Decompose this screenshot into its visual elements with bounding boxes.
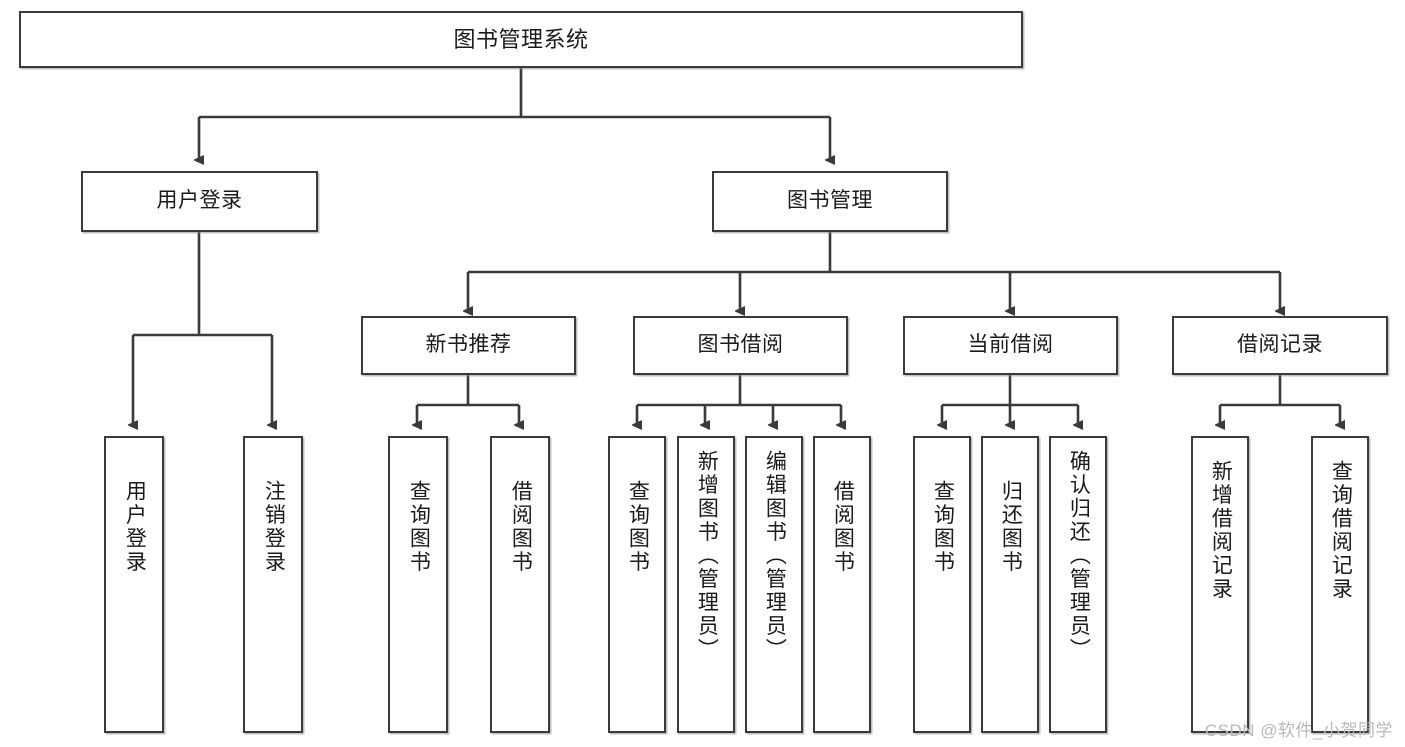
node-label: 注销登录: [262, 480, 286, 574]
node-leaf-borrow-book-recommend[interactable]: 借阅图书: [490, 436, 550, 733]
node-leaf-edit-book-admin[interactable]: 编辑图书（管理员）: [745, 436, 803, 733]
node-leaf-add-book-admin[interactable]: 新增图书（管理员）: [677, 436, 735, 733]
node-leaf-query-book-recommend[interactable]: 查询图书: [388, 436, 448, 733]
node-label: 查询图书: [626, 480, 650, 574]
node-label: 图书管理系统: [453, 26, 589, 52]
node-label: 新书推荐: [425, 333, 512, 357]
node-label: 查询借阅记录: [1329, 460, 1353, 601]
node-leaf-confirm-return-admin[interactable]: 确认归还（管理员）: [1049, 436, 1107, 733]
node-user-login[interactable]: 用户登录: [81, 171, 318, 232]
csdn-watermark: CSDN @软件_小贺同学: [1204, 721, 1393, 740]
node-label: 借阅记录: [1237, 333, 1323, 357]
node-label: 查询图书: [931, 480, 955, 574]
node-leaf-user-login[interactable]: 用户登录: [104, 436, 164, 733]
node-label: 用户登录: [156, 189, 243, 213]
node-root-book-management-system[interactable]: 图书管理系统: [19, 11, 1023, 68]
node-leaf-add-borrow-record[interactable]: 新增借阅记录: [1191, 436, 1249, 733]
node-leaf-return-book[interactable]: 归还图书: [981, 436, 1039, 733]
node-label: 归还图书: [999, 480, 1023, 574]
node-new-book-recommend[interactable]: 新书推荐: [361, 316, 576, 375]
node-label: 查询图书: [407, 480, 431, 574]
node-label: 用户登录: [123, 480, 147, 574]
node-label: 确认归还（管理员）: [1067, 450, 1091, 662]
node-leaf-query-book-current[interactable]: 查询图书: [913, 436, 971, 733]
node-leaf-query-borrow-record[interactable]: 查询借阅记录: [1311, 436, 1369, 733]
node-current-borrow[interactable]: 当前借阅: [903, 316, 1118, 375]
node-book-borrow[interactable]: 图书借阅: [633, 316, 848, 375]
node-label: 借阅图书: [831, 480, 855, 574]
node-label: 新增图书（管理员）: [695, 450, 719, 662]
node-label: 当前借阅: [967, 333, 1054, 357]
node-leaf-logout-login[interactable]: 注销登录: [243, 436, 303, 733]
node-leaf-borrow-book-borrow[interactable]: 借阅图书: [813, 436, 871, 733]
node-leaf-query-book-borrow[interactable]: 查询图书: [608, 436, 666, 733]
node-borrow-record[interactable]: 借阅记录: [1172, 316, 1388, 375]
node-label: 借阅图书: [509, 480, 533, 574]
node-label: 图书借阅: [697, 333, 784, 357]
node-label: 图书管理: [787, 189, 873, 213]
node-label: 编辑图书（管理员）: [763, 450, 787, 662]
node-label: 新增借阅记录: [1209, 460, 1233, 601]
node-book-management[interactable]: 图书管理: [712, 171, 948, 232]
